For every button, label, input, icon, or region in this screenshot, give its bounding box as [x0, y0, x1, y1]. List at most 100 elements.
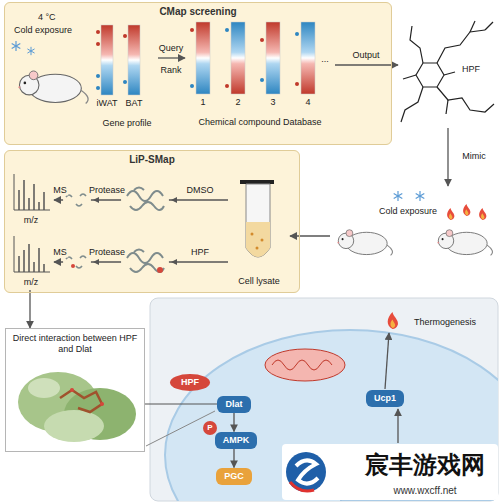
figure-part	[446, 100, 448, 114]
step-label: Protease	[88, 185, 126, 196]
figure-part	[127, 250, 164, 273]
flow-arrow	[447, 128, 448, 186]
figure-part	[282, 444, 498, 500]
figure-part	[290, 482, 314, 491]
figure-part	[260, 38, 264, 42]
ms-spectrum: m/z	[8, 232, 54, 290]
mice-figure: Cold exposure	[330, 186, 498, 266]
screening-panel: CMap screening4 °CCold exposureiWATBATGe…	[4, 2, 392, 145]
edge-label: Mimic	[461, 151, 487, 162]
figure-part	[403, 75, 416, 79]
figure-part	[240, 180, 274, 184]
figure-part	[485, 22, 493, 30]
figure-part	[190, 28, 194, 32]
step-label: Rank	[159, 65, 182, 76]
node-text: HPF	[462, 64, 480, 75]
protein-box: Dlat	[217, 396, 250, 413]
compound-oval: HPF	[170, 374, 210, 391]
step-label: MS	[52, 247, 68, 258]
node-text: m/z	[24, 215, 39, 226]
compound-label: HPF	[190, 247, 210, 258]
figure-part	[296, 460, 318, 483]
mouse	[437, 230, 492, 256]
node-text: ...	[321, 54, 329, 65]
node-text: HPF	[181, 377, 199, 388]
figure-part	[196, 22, 210, 94]
figure-part	[261, 239, 264, 242]
phospho-circle: P	[203, 421, 217, 435]
panel-fill	[4, 2, 392, 145]
edge-label: Query	[158, 43, 185, 54]
protein-box: Ucp1	[366, 390, 404, 407]
figure-part	[444, 72, 455, 75]
figure-part	[410, 26, 423, 63]
node-text: Gene profile	[102, 118, 151, 129]
flow-arrow	[158, 57, 185, 58]
figure-part	[190, 84, 194, 88]
step-label: Protease	[88, 247, 126, 258]
flow-arrow	[233, 413, 234, 432]
edge-label: Output	[351, 50, 380, 61]
spectrum	[14, 174, 50, 210]
figure-part	[96, 74, 100, 78]
figure-part	[44, 410, 104, 442]
figure-part	[157, 267, 163, 273]
molecule: HPF	[398, 18, 497, 128]
figure-part	[171, 197, 177, 203]
figure-part	[470, 21, 475, 32]
figure-part	[66, 256, 86, 268]
figure-part	[301, 22, 315, 94]
node-text: BAT	[126, 98, 143, 109]
flow-arrow	[29, 290, 30, 328]
docking-image	[18, 372, 136, 442]
node-text: Cell lysate	[238, 276, 280, 287]
node-text: CMap screening	[5, 6, 391, 18]
snowflake	[394, 191, 403, 201]
figure-part	[246, 222, 270, 257]
figure-part	[96, 86, 100, 90]
figure-part	[260, 78, 264, 82]
node-text: Chemical compound Database	[198, 117, 321, 128]
figure-part	[416, 63, 444, 87]
figure-part	[128, 25, 140, 95]
figure-part	[256, 247, 259, 250]
node-text: Dlat	[225, 399, 242, 410]
database-bars	[190, 22, 315, 94]
figure-part	[266, 22, 280, 94]
test-tube	[240, 180, 274, 257]
flow-arrow	[335, 64, 398, 65]
figure-part	[225, 28, 229, 32]
node-text: Cold exposure	[379, 206, 437, 217]
figure-part	[121, 184, 169, 216]
mouse-figure: 4 °CCold exposure	[8, 8, 92, 120]
figure-part	[28, 378, 60, 398]
protein-structure	[121, 184, 177, 216]
protein-box: PGC	[216, 468, 252, 485]
lip-smap-panel: LiP-SMapCell lysate m/z m/z	[4, 150, 300, 293]
figure-part	[437, 30, 485, 63]
figure-part	[265, 349, 345, 381]
mitochondrion	[265, 349, 345, 381]
compound-database: 1234...Chemical compound Database	[185, 18, 335, 132]
flame	[463, 204, 470, 216]
heatmap-bars	[96, 25, 140, 95]
cell-lysate-tube: Cell lysate	[228, 176, 290, 292]
node-text: 2	[235, 97, 240, 108]
figure-part	[19, 180, 44, 210]
figure-part	[93, 259, 99, 265]
process-label: Thermogenesis	[413, 317, 477, 328]
figure-part	[19, 244, 44, 272]
figure-part	[93, 197, 99, 203]
watermark	[282, 444, 498, 500]
node-text: 1	[200, 97, 205, 108]
figure-part	[127, 188, 164, 211]
cell	[165, 330, 498, 501]
node-text: 4	[305, 97, 310, 108]
node-text: LiP-SMap	[5, 154, 299, 166]
figure-part	[437, 87, 494, 112]
figure-part	[100, 402, 104, 406]
figure-part	[14, 174, 50, 210]
figure-part	[96, 30, 100, 34]
figure-part	[70, 388, 74, 392]
